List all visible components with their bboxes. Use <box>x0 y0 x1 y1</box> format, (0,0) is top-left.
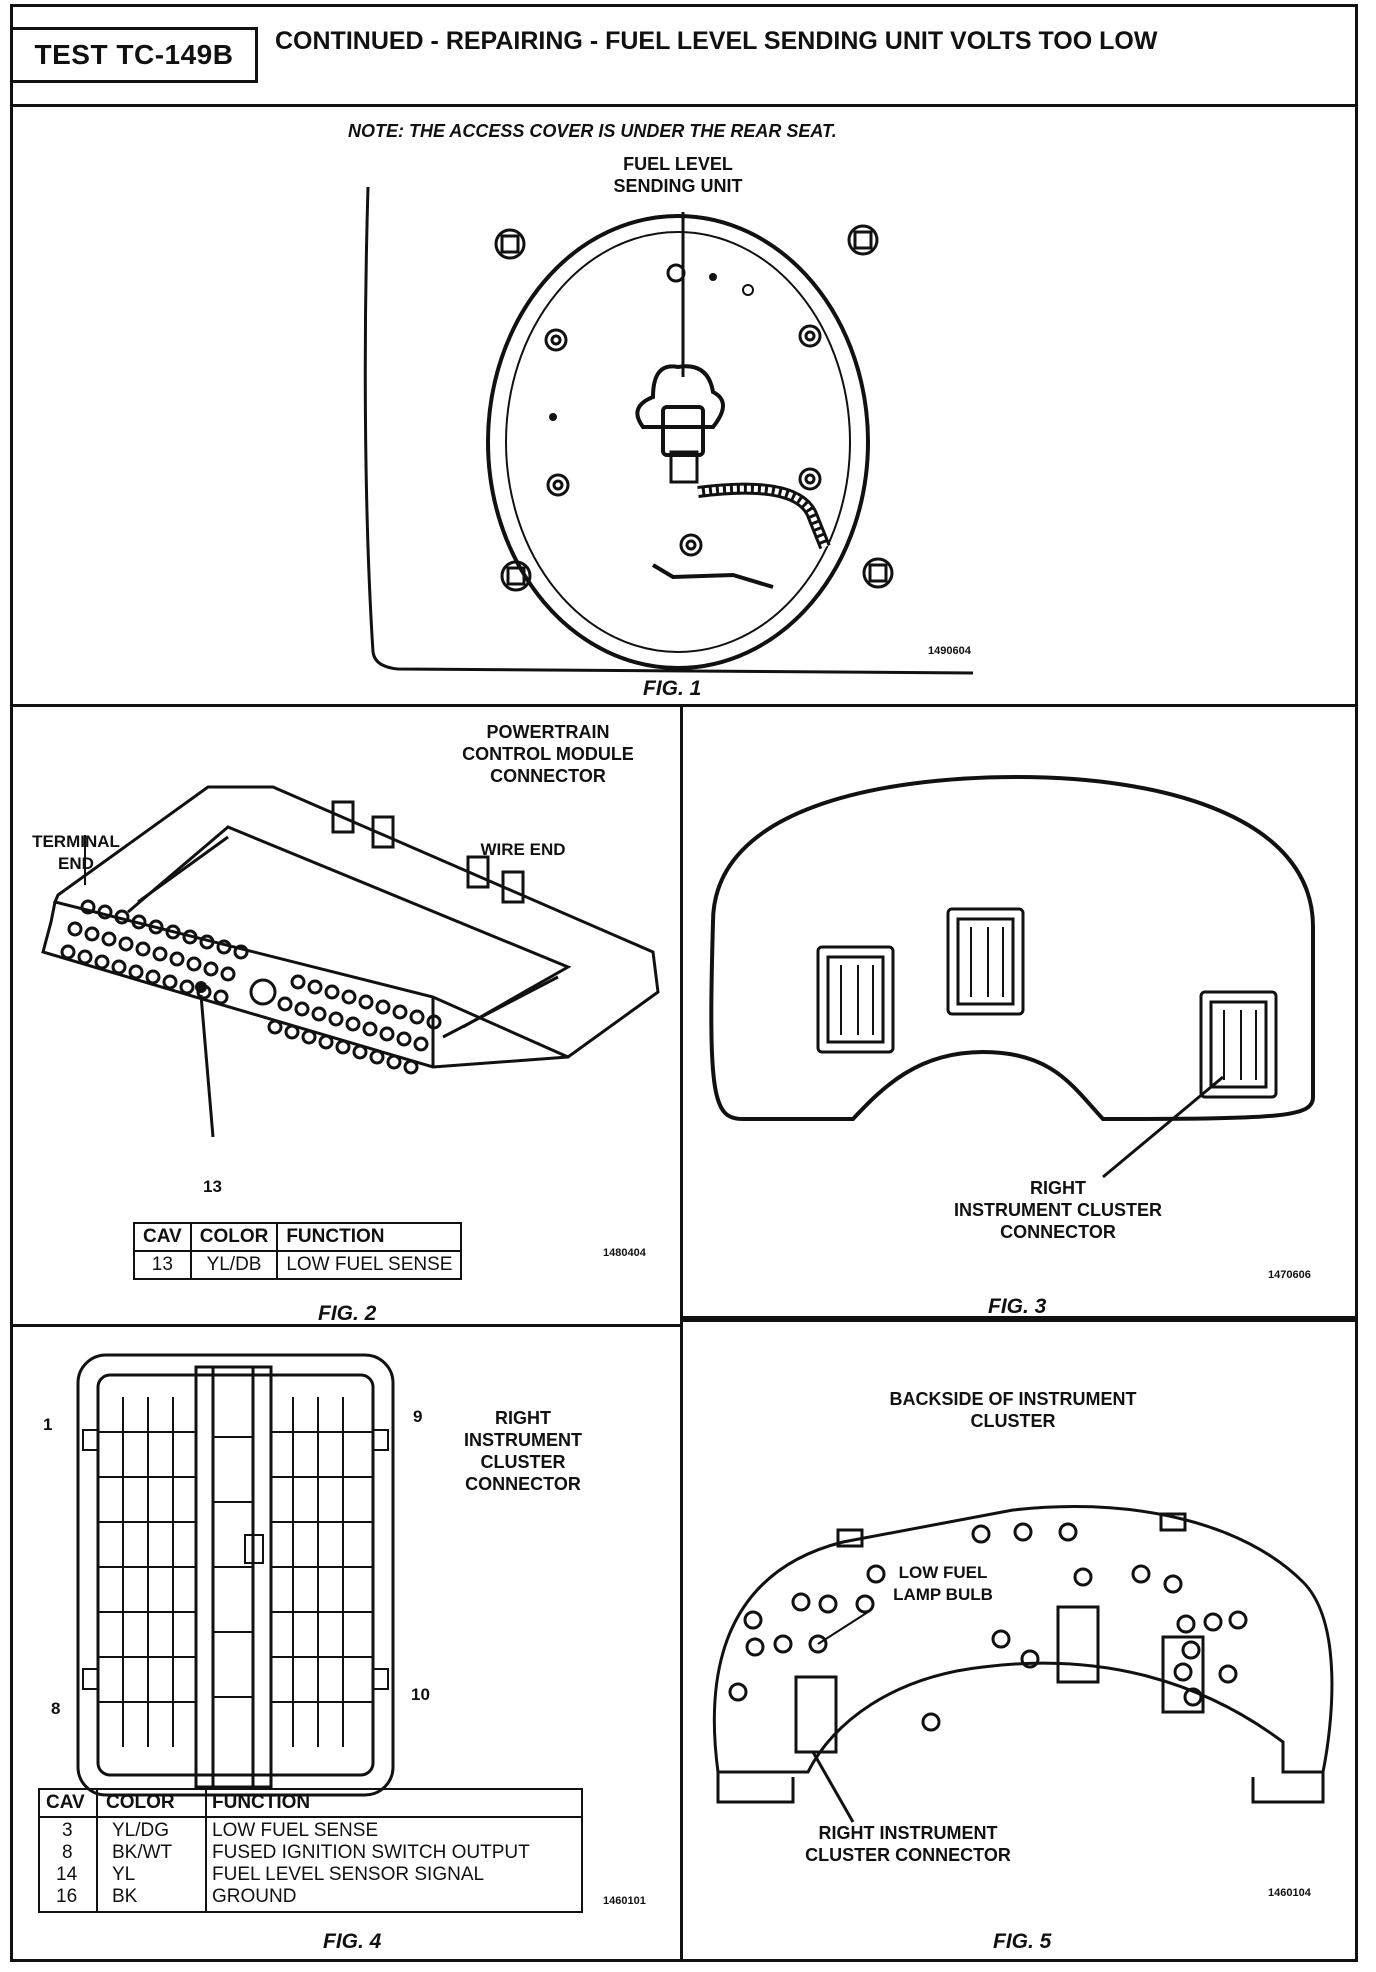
fig1-code: 1490604 <box>928 645 971 657</box>
fig4-code: 1460101 <box>603 1895 646 1907</box>
pin-13-callout: 13 <box>203 1177 222 1196</box>
fuel-sending-unit-diagram <box>363 186 974 675</box>
pin-9-label: 9 <box>413 1407 423 1426</box>
cav-16: 16 <box>56 1886 78 1907</box>
cluster-backside-diagram <box>712 1505 1334 1823</box>
col-cav: CAV <box>46 1792 85 1813</box>
fig2-panel: POWERTRAIN CONTROL MODULE CONNECTOR TERM… <box>13 707 683 1327</box>
fig1-caption: FIG. 1 <box>643 677 702 700</box>
cluster-connector-pinout-diagram <box>76 1353 395 1797</box>
fig5-title: BACKSIDE OF INSTRUMENT CLUSTER <box>889 1389 1137 1431</box>
pin-10-label: 10 <box>411 1685 430 1704</box>
table-row: 13 YL/DB LOW FUEL SENSE <box>133 1250 463 1280</box>
color-yl-dg: YL/DG <box>112 1820 170 1841</box>
test-id: TEST TC-149B <box>13 27 258 83</box>
fig4-cavity-table: CAV COLOR FUNCTION 3 YL/DG LOW FUEL SENS… <box>38 1788 583 1913</box>
function-fuel-level-signal: FUEL LEVEL SENSOR SIGNAL <box>212 1864 485 1885</box>
col-color: COLOR <box>189 1222 279 1252</box>
cav-14: 14 <box>56 1864 78 1885</box>
fig4-title: RIGHT INSTRUMENT CLUSTER CONNECTOR <box>464 1408 582 1494</box>
fig1-panel: NOTE: THE ACCESS COVER IS UNDER THE REAR… <box>13 107 1355 707</box>
fig5-caption: FIG. 5 <box>993 1930 1052 1953</box>
page-title: CONTINUED - REPAIRING - FUEL LEVEL SENDI… <box>275 27 1158 55</box>
fig2-code: 1480404 <box>603 1247 646 1259</box>
fig1-callout-sending-unit: FUEL LEVEL SENDING UNIT <box>613 154 743 196</box>
pcm-connector-diagram <box>41 785 660 1138</box>
col-cav: CAV <box>133 1222 192 1252</box>
service-manual-page: TEST TC-149B CONTINUED - REPAIRING - FUE… <box>10 4 1358 1962</box>
fig3-panel: RIGHT INSTRUMENT CLUSTER CONNECTOR 14706… <box>683 707 1355 1319</box>
col-function: FUNCTION <box>212 1792 311 1813</box>
color-bk: BK <box>112 1886 138 1907</box>
fig5-code: 1460104 <box>1268 1887 1311 1899</box>
cav-3: 3 <box>62 1820 73 1841</box>
color-bk-wt: BK/WT <box>112 1842 173 1863</box>
fig2-cavity-table: CAV COLOR FUNCTION 13 YL/DB LOW FUEL SEN… <box>133 1222 463 1280</box>
fig3-caption: FIG. 3 <box>988 1295 1047 1318</box>
pin-1-label: 1 <box>43 1415 53 1434</box>
function-ground: GROUND <box>212 1886 297 1907</box>
fig3-callout: RIGHT INSTRUMENT CLUSTER CONNECTOR <box>954 1178 1162 1242</box>
fig4-panel: 1 9 8 10 RIGHT INSTRUMENT CLUSTER CONNEC… <box>13 1327 683 1959</box>
col-color: COLOR <box>106 1792 175 1813</box>
function-low-fuel-sense: LOW FUEL SENSE <box>212 1820 379 1841</box>
fig2-caption: FIG. 2 <box>318 1302 377 1325</box>
low-fuel-lamp-bulb-callout: LOW FUEL LAMP BULB <box>893 1563 993 1604</box>
fig1-note: NOTE: THE ACCESS COVER IS UNDER THE REAR… <box>348 121 837 141</box>
col-function: FUNCTION <box>276 1222 463 1252</box>
wire-end-label: WIRE END <box>480 840 566 859</box>
fig3-code: 1470606 <box>1268 1269 1311 1281</box>
function-fused-ignition: FUSED IGNITION SWITCH OUTPUT <box>212 1842 530 1863</box>
cav-8: 8 <box>62 1842 73 1863</box>
fig5-connector-callout: RIGHT INSTRUMENT CLUSTER CONNECTOR <box>805 1823 1011 1865</box>
fig2-title: POWERTRAIN CONTROL MODULE CONNECTOR <box>462 722 634 786</box>
fig4-caption: FIG. 4 <box>323 1930 382 1953</box>
page-header: TEST TC-149B CONTINUED - REPAIRING - FUE… <box>13 7 1355 107</box>
color-yl: YL <box>112 1864 136 1885</box>
instrument-cluster-front-diagram <box>709 774 1315 1179</box>
fig5-panel: BACKSIDE OF INSTRUMENT CLUSTER <box>683 1319 1355 1959</box>
pin-8-label: 8 <box>51 1699 61 1718</box>
